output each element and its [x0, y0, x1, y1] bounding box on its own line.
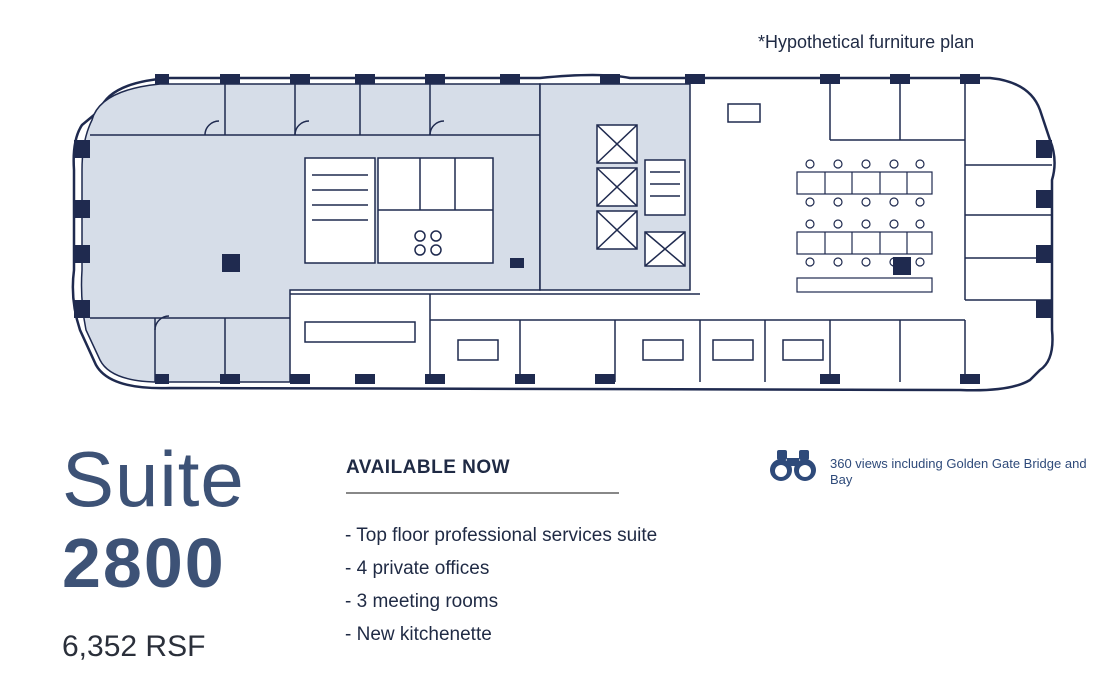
views-text: 360 views including Golden Gate Bridge a… — [830, 456, 1087, 487]
stairs-restrooms — [304, 157, 494, 264]
feature-item: - New kitchenette — [345, 624, 492, 645]
workstations — [796, 171, 933, 293]
feature-list: - Top floor professional services suite … — [345, 523, 657, 655]
right-offices — [829, 84, 1052, 382]
left-perimeter-offices — [90, 84, 540, 382]
availability-heading: AVAILABLE NOW — [346, 457, 511, 478]
feature-item: - Top floor professional services suite — [345, 525, 658, 546]
suite-number: 2800 — [62, 524, 226, 602]
suite-label: Suite — [62, 435, 245, 523]
floor-plan — [71, 73, 1056, 392]
feature-item: - 4 private offices — [345, 558, 490, 579]
furniture-plan-note: *Hypothetical furniture plan — [758, 32, 975, 52]
heading-divider — [346, 492, 619, 494]
elevators — [596, 124, 686, 267]
binoculars-icon — [770, 450, 816, 481]
structural-columns — [74, 74, 1052, 384]
feature-item: - 3 meeting rooms — [345, 591, 499, 612]
views-callout: 360 views including Golden Gate Bridge a… — [768, 446, 1087, 491]
meeting-rooms — [290, 293, 831, 382]
suite-area: 6,352 RSF — [62, 630, 206, 663]
conference-tables — [304, 103, 824, 361]
